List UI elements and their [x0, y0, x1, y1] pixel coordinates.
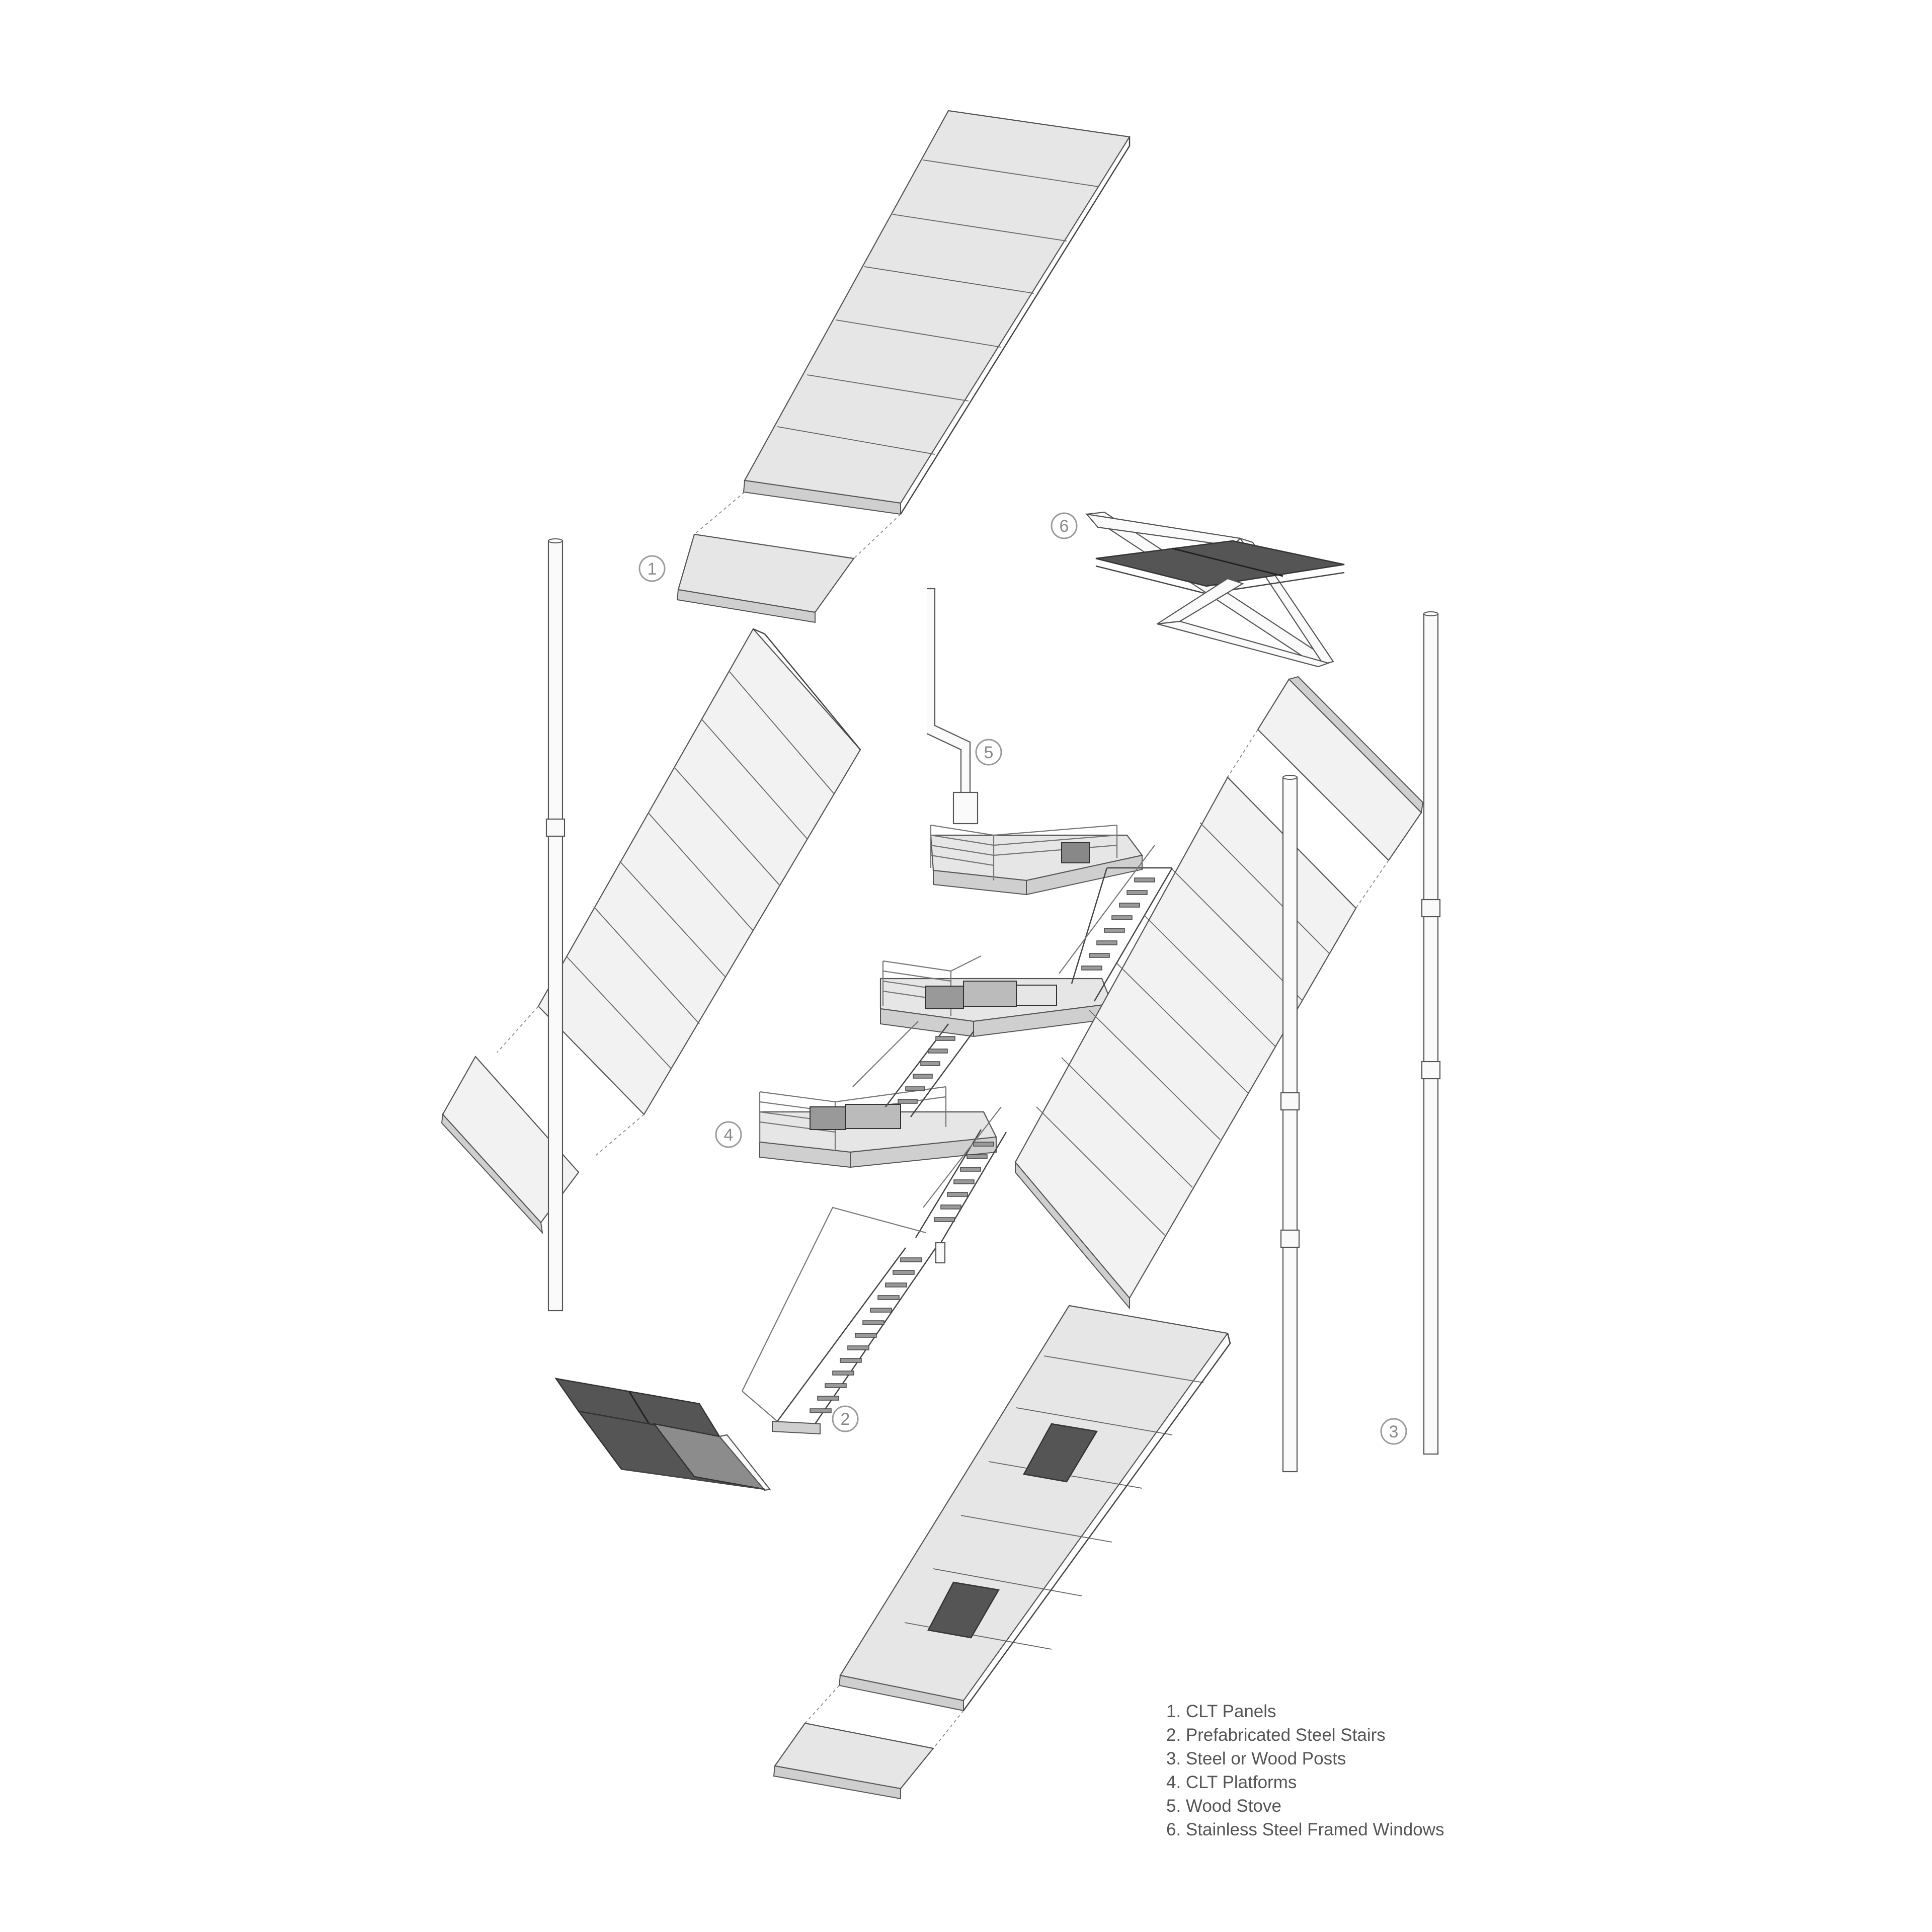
legend: 1. CLT Panels 2. Prefabricated Steel Sta… — [1166, 1700, 1619, 1841]
legend-item-steel-stairs: 2. Prefabricated Steel Stairs — [1166, 1725, 1386, 1745]
callout-2: 2 — [832, 1405, 859, 1432]
platform-top — [930, 824, 1143, 896]
callout-4-label: 4 — [724, 1125, 734, 1145]
platform-middle — [879, 955, 1113, 1037]
left-wall-clt-panels — [441, 628, 861, 1235]
callout-3: 3 — [1380, 1418, 1407, 1445]
window-lower-left — [554, 1378, 771, 1491]
steel-stairs — [742, 845, 1173, 1435]
callout-2-label: 2 — [841, 1410, 850, 1429]
wood-stove — [926, 588, 979, 825]
legend-item-windows: 6. Stainless Steel Framed Windows — [1166, 1820, 1444, 1839]
callout-6: 6 — [1051, 512, 1078, 539]
post-left — [545, 538, 566, 1312]
post-right-2 — [1421, 611, 1441, 1455]
skylight-window-top — [1085, 511, 1345, 668]
legend-item-wood-stove: 5. Wood Stove — [1166, 1796, 1281, 1816]
callout-1: 1 — [638, 555, 666, 582]
legend-item-clt-platforms: 4. CLT Platforms — [1166, 1773, 1297, 1792]
callout-5: 5 — [975, 739, 1002, 766]
post-right-1 — [1280, 775, 1300, 1473]
platform-lower — [759, 1086, 997, 1168]
callout-1-label: 1 — [648, 559, 657, 579]
floor-clt-panels — [773, 1305, 1231, 1800]
right-wall-clt-panels — [1014, 676, 1424, 1310]
roof-clt-panels — [676, 110, 1131, 623]
legend-item-posts: 3. Steel or Wood Posts — [1166, 1749, 1346, 1768]
callout-5-label: 5 — [984, 743, 994, 762]
callout-3-label: 3 — [1389, 1422, 1399, 1441]
callout-4: 4 — [715, 1121, 742, 1148]
callout-6-label: 6 — [1060, 517, 1069, 536]
legend-item-clt-panels: 1. CLT Panels — [1166, 1702, 1276, 1721]
